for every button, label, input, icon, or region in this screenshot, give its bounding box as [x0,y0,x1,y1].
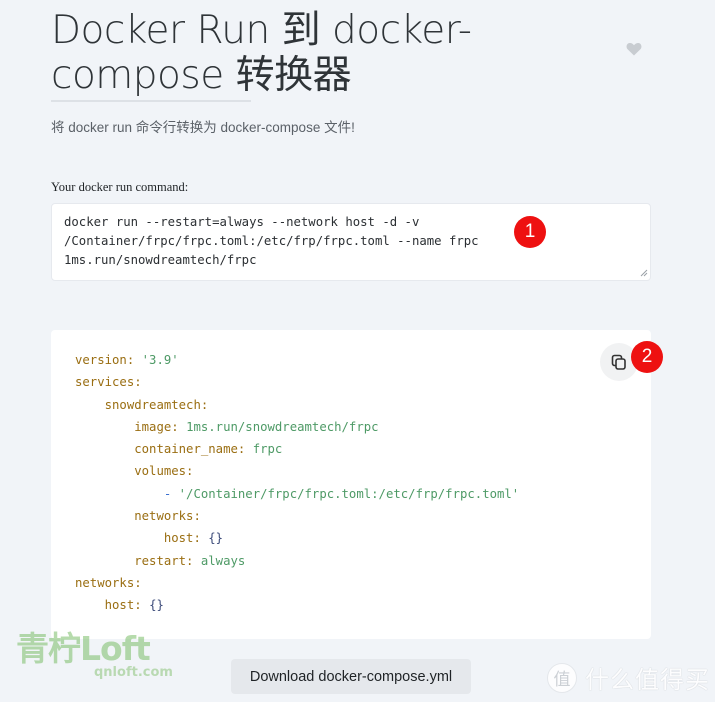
yaml-line: version: '3.9' [75,353,179,367]
yaml-line: - '/Container/frpc/frpc.toml:/etc/frp/fr… [163,486,520,501]
download-compose-button[interactable]: Download docker-compose.yml [231,659,471,694]
yaml-line: host: {} [104,598,164,613]
watermark-smzdm: 值 什么值得买 [547,660,710,695]
watermark-qnloft-text: 青柠Loft [16,629,151,668]
annotation-badge-1: 1 [514,216,546,248]
yaml-line: host: {} [163,531,224,546]
yaml-code: version: '3.9' services: snowdreamtech: i… [75,349,627,617]
annotation-badge-2: 2 [631,341,663,373]
yaml-line: container_name: frpc [134,442,283,457]
page-title: Docker Run 到 docker-compose 转换器 [51,8,472,98]
yaml-line: snowdreamtech: [104,397,209,412]
title-divider [51,100,251,102]
page-subtitle: 将 docker run 命令行转换为 docker-compose 文件! [51,120,355,135]
yaml-line: image: 1ms.run/snowdreamtech/frpc [134,419,379,434]
yaml-line: volumes: [134,464,194,479]
watermark-qnloft: 青柠Loft qnloft.com [16,622,191,688]
watermark-smzdm-text: 什么值得买 [585,666,710,694]
resize-handle-icon[interactable] [638,267,648,277]
command-label: Your docker run command: [51,180,189,194]
copy-icon [611,354,626,370]
yaml-line: networks: [134,509,201,524]
heart-icon[interactable] [626,42,642,56]
compose-output: version: '3.9' services: snowdreamtech: i… [51,330,651,639]
yaml-line: services: [75,375,142,390]
yaml-line: restart: always [134,553,246,568]
yaml-line: networks: [75,575,142,590]
watermark-smzdm-logo: 值 [547,662,577,693]
docker-run-command-input[interactable]: docker run --restart=always --network ho… [51,203,651,281]
watermark-qnloft-url: qnloft.com [94,665,173,680]
